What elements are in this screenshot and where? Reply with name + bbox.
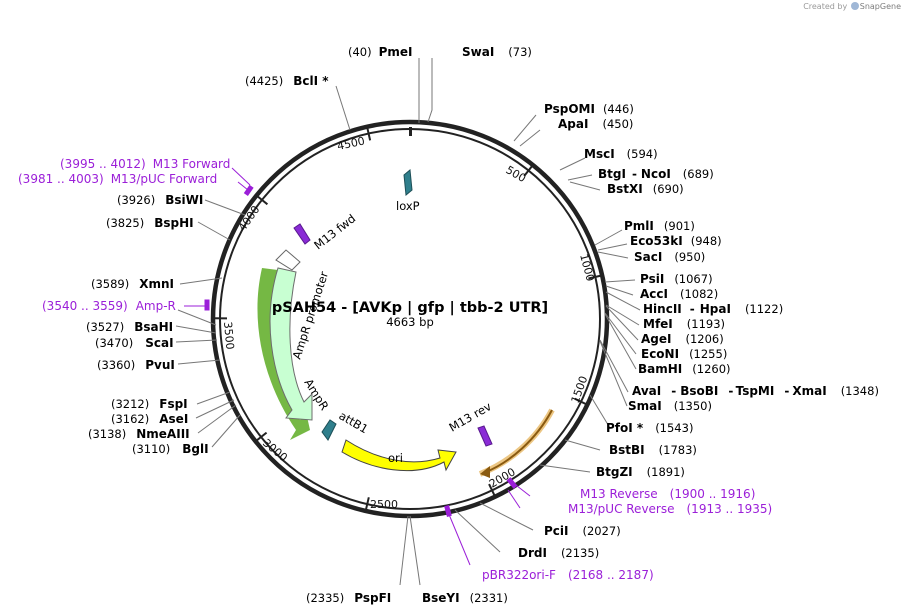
feature-label-loxp: loxP [396, 199, 420, 213]
credit-prefix: Created by [803, 2, 848, 11]
enzyme-site: (3212)FspI [111, 397, 188, 411]
enzyme-site: SwaI(73) [462, 45, 532, 59]
tick-label-2500: 2500 [370, 498, 398, 511]
enzyme-site: (40)PmeI [348, 45, 413, 59]
primer-sites [204, 184, 518, 517]
enzyme-site: PmlI(901) [624, 219, 695, 233]
primer-label: (3995 .. 4012)M13 Forward [60, 157, 230, 171]
tick-label-1000: 1000 [577, 252, 597, 282]
tick-label-4500: 4500 [336, 134, 366, 153]
enzyme-site: PfoI *(1543) [606, 421, 693, 435]
enzyme-site: SmaI(1350) [628, 399, 712, 413]
feature-loxp: loxP [396, 127, 420, 213]
tick-marks [212, 126, 603, 512]
enzyme-site: MfeI(1193) [643, 317, 725, 331]
enzyme-site: SacI(950) [634, 250, 705, 264]
enzyme-site: (3825)BspHI [106, 216, 194, 230]
feature-label-ori: ori [388, 451, 403, 465]
feature-m13-fwd: M13 fwd [293, 211, 358, 252]
tick-mark [574, 397, 588, 406]
enzyme-site: BstBI(1783) [609, 443, 697, 457]
snapgene-credit: Created by SnapGene [803, 2, 901, 11]
enzyme-site: BamHI(1260) [638, 362, 731, 376]
plasmid-name: pSAH54 - [AVKp | gfp | tbb-2 UTR] [272, 300, 548, 316]
tick-mark [254, 431, 268, 443]
enzyme-site: (3470)ScaI [95, 336, 174, 350]
primer-site-amp-r [204, 299, 210, 311]
enzyme-site: HincII-HpaI(1122) [643, 302, 783, 316]
tick-mark [366, 126, 372, 141]
enzyme-site: PsiI(1067) [640, 272, 713, 286]
tick-mark [523, 164, 534, 177]
feature-label-attb1: attB1 [337, 408, 371, 436]
tick-mark [588, 274, 603, 280]
feature-label-m13-fwd: M13 fwd [311, 211, 358, 252]
primer-label: (3540 .. 3559)Amp-R [42, 299, 176, 313]
primer-labels: (3995 .. 4012)M13 Forward (3981 .. 4003)… [18, 157, 772, 582]
enzyme-labels: (40)PmeI SwaI(73) PspOMI(446) ApaI(450) … [86, 45, 879, 605]
enzyme-site: BstXI(690) [607, 182, 684, 196]
enzyme-site: BseYI(2331) [422, 591, 508, 605]
feature-label-m13-rev: M13 rev [447, 399, 494, 435]
primer-label: (3981 .. 4003)M13/pUC Forward [18, 172, 217, 186]
enzyme-site: AccI(1082) [640, 287, 718, 301]
enzyme-site: (3589)XmnI [91, 277, 174, 291]
feature-attb1: attB1 [321, 408, 371, 441]
primer-site-m13-reverse [506, 477, 518, 489]
enzyme-site: AvaI-BsoBI-TspMI-XmaI(1348) [632, 384, 879, 398]
tick-label-3500: 3500 [221, 321, 236, 350]
enzyme-site: (3162)AseI [111, 412, 188, 426]
enzyme-site: PspOMI(446) [544, 102, 634, 116]
enzyme-site: DrdI(2135) [518, 546, 599, 560]
enzyme-site: MscI(594) [584, 147, 658, 161]
enzyme-site: (4425)BclI * [245, 74, 329, 88]
enzyme-site: PciI(2027) [544, 524, 621, 538]
primer-site-pbr322ori [444, 505, 452, 517]
enzyme-site: (3360)PvuI [97, 358, 175, 372]
credit-brand: SnapGene [859, 2, 901, 11]
primer-label: pBR322ori-F(2168 .. 2187) [482, 568, 654, 582]
primer-label: M13/pUC Reverse(1913 .. 1935) [568, 502, 772, 516]
enzyme-site: AgeI(1206) [641, 332, 724, 346]
primer-site-m13-forward [243, 184, 254, 196]
enzyme-site: (3926)BsiWI [117, 193, 203, 207]
tick-mark [255, 194, 269, 206]
enzyme-site: ApaI(450) [558, 117, 633, 131]
feature-highlight-arc [478, 408, 555, 478]
feature-ori: ori [341, 439, 457, 472]
snapgene-logo-icon [850, 2, 859, 10]
enzyme-site: (3110)BglI [132, 442, 209, 456]
enzyme-site: (3138)NmeAIII [88, 427, 190, 441]
primer-label: M13 Reverse(1900 .. 1916) [580, 487, 755, 501]
feature-m13-rev: M13 rev [447, 399, 494, 447]
enzyme-site: BtgZI(1891) [596, 465, 685, 479]
enzyme-site: BtgI-NcoI(689) [598, 167, 714, 181]
enzyme-site: (2335)PspFI [306, 591, 391, 605]
enzyme-site: Eco53kI(948) [630, 234, 722, 248]
cut-site-leaders [175, 58, 641, 586]
enzyme-site: EcoNI(1255) [641, 347, 727, 361]
plasmid-length: 4663 bp [386, 315, 434, 329]
enzyme-site: (3527)BsaHI [86, 320, 173, 334]
tick-mark [488, 483, 497, 498]
tick-mark [364, 497, 370, 512]
